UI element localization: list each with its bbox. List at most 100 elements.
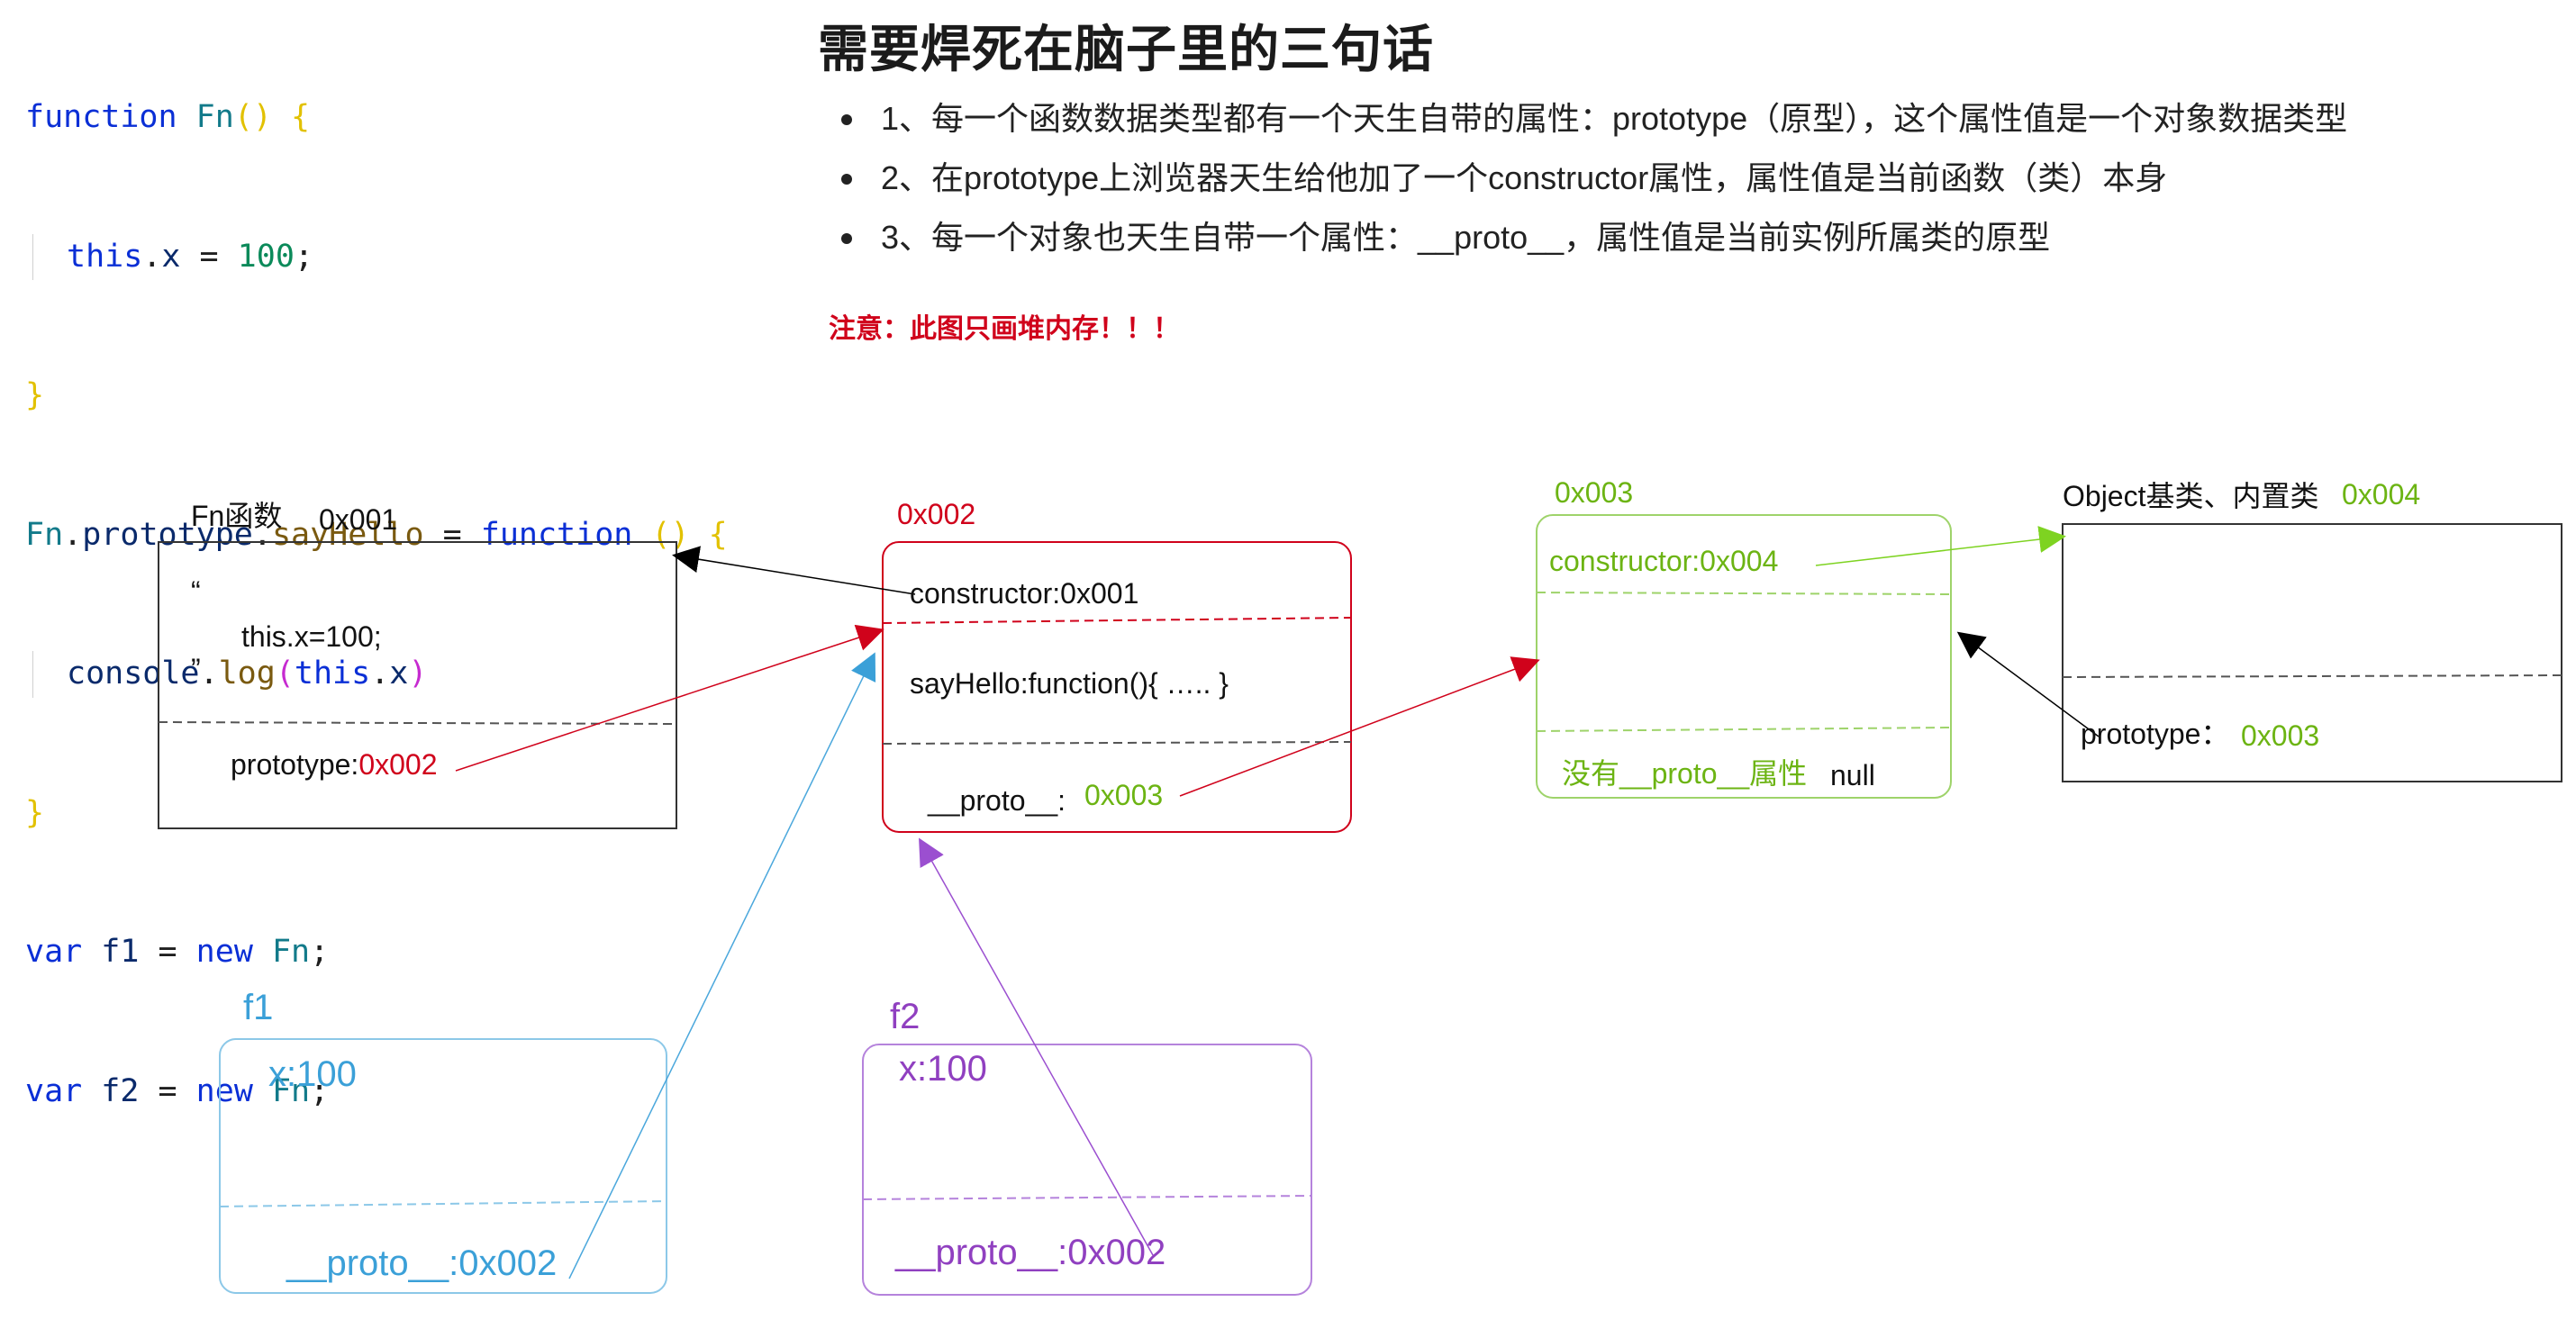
fn-body-open-quote: “ — [191, 575, 201, 608]
arrow-f1-proto-to-0x002 — [568, 652, 876, 1279]
objproto-null: null — [1830, 759, 1875, 791]
rule-text: 1、每一个函数数据类型都有一个天生自带的属性：prototype（原型），这个属… — [881, 100, 2348, 137]
proto-method: sayHello:function(){ ….. } — [910, 667, 1229, 700]
code-token: f2 — [101, 1072, 140, 1109]
rule-item: 1、每一个函数数据类型都有一个天生自带的属性：prototype（原型），这个属… — [838, 94, 2347, 153]
object-box-title: Object基类、内置类 — [2063, 480, 2319, 512]
code-token: Fn — [271, 934, 311, 970]
code-token: } — [25, 794, 45, 831]
code-token: log — [218, 655, 276, 692]
code-token: x — [389, 655, 409, 692]
code-token: . — [199, 655, 219, 692]
code-token: () — [233, 99, 272, 135]
objproto-no-proto: 没有__proto__属性 — [1562, 757, 1808, 790]
code-token: ( — [275, 655, 295, 692]
object-class-box — [2062, 523, 2562, 782]
bullet-icon — [841, 233, 852, 244]
code-token: var — [25, 1072, 83, 1109]
code-token: var — [25, 934, 83, 970]
rule-item: 2、在prototype上浏览器天生给他加了一个constructor属性，属性… — [838, 153, 2347, 212]
code-token: this — [294, 655, 371, 692]
object-prototype-key: prototype： — [2081, 718, 2230, 750]
code-line-7: var f1 = new Fn; — [25, 929, 728, 976]
code-token: function — [25, 99, 177, 135]
f1-instance-box — [219, 1038, 667, 1294]
code-token: console — [67, 655, 200, 692]
rule-item: 3、每一个对象也天生自带一个属性：__proto__，属性值是当前实例所属类的原… — [838, 212, 2347, 272]
f2-proto: __proto__:0x002 — [895, 1233, 1166, 1272]
code-token: Fn — [25, 516, 64, 553]
code-token: = — [139, 934, 196, 970]
object-box-address: 0x004 — [2342, 478, 2421, 511]
code-line-1: function Fn() { — [25, 95, 728, 141]
f1-proto: __proto__:0x002 — [286, 1243, 558, 1283]
code-line-6: } — [25, 791, 728, 837]
code-token: 100 — [237, 238, 295, 275]
code-line-5: console.log(this.x) — [25, 651, 728, 698]
rules-list: 1、每一个函数数据类型都有一个天生自带的属性：prototype（原型），这个属… — [838, 94, 2347, 272]
proto-box-address: 0x002 — [897, 498, 976, 530]
arrow-proto-to-0x003 — [1179, 656, 1540, 797]
code-token: prototype — [82, 516, 253, 553]
code-token: function — [480, 516, 633, 553]
code-block: function Fn() { this.x = 100; } Fn.proto… — [25, 2, 728, 1162]
code-token: . — [370, 655, 390, 692]
bullet-icon — [841, 174, 852, 185]
f1-name: f1 — [243, 988, 274, 1027]
arrow-constructor-to-fn — [672, 546, 916, 595]
fn-prototype-box — [882, 541, 1352, 833]
code-token: new — [195, 1072, 253, 1109]
arrow-constructor-to-object — [1815, 526, 2066, 566]
code-token: Fn — [271, 1072, 311, 1109]
code-token: ; — [310, 934, 330, 970]
fn-prototype-key-text: prototype: — [231, 748, 359, 781]
warning-note: 注意：此图只画堆内存！！！ — [829, 314, 1180, 344]
proto-proto-value: 0x003 — [1084, 779, 1164, 811]
code-token: . — [142, 238, 162, 275]
arrow-f2-proto-to-0x002 — [919, 837, 1154, 1256]
fn-body-text: this.x=100; — [241, 620, 382, 653]
object-prototype-value: 0x003 — [2241, 719, 2320, 752]
f2-x: x:100 — [899, 1049, 987, 1089]
indent-guide — [32, 651, 33, 698]
code-token: ) — [408, 655, 428, 692]
code-token: sayHello — [271, 516, 424, 553]
code-line-8: var f2 = new Fn; — [25, 1069, 728, 1116]
f1-x: x:100 — [268, 1054, 357, 1094]
objproto-constructor: constructor:0x004 — [1549, 545, 1779, 577]
rule-text: 2、在prototype上浏览器天生给他加了一个constructor属性，属性… — [881, 159, 2168, 196]
code-token: { — [291, 99, 311, 135]
code-token: ; — [310, 1072, 330, 1109]
code-line-2: this.x = 100; — [25, 233, 728, 280]
code-token: Fn — [195, 99, 234, 135]
code-token: = — [139, 1072, 196, 1109]
code-token: new — [195, 934, 253, 970]
proto-constructor: constructor:0x001 — [910, 577, 1139, 610]
fn-body-close-quote: ” — [191, 653, 201, 685]
code-token: . — [63, 516, 83, 553]
arrow-prototype-to-0x002 — [455, 624, 884, 772]
f2-instance-box — [862, 1044, 1312, 1296]
proto-proto-key: __proto__: — [928, 784, 1066, 817]
fn-function-box — [158, 541, 677, 829]
rule-text: 3、每一个对象也天生自带一个属性：__proto__，属性值是当前实例所属类的原… — [881, 219, 2051, 256]
code-line-4: Fn.prototype.sayHello = function () { — [25, 512, 728, 559]
code-token: x — [161, 238, 181, 275]
arrow-object-prototype-to-0x003 — [1956, 631, 2100, 737]
code-token: { — [708, 516, 728, 553]
code-token: } — [25, 377, 45, 413]
indent-guide — [32, 233, 33, 280]
code-token: this — [67, 238, 143, 275]
notes-title: 需要焊死在脑子里的三句话 — [818, 21, 1434, 77]
code-token: = — [180, 238, 238, 275]
fn-prototype-key: prototype:0x002 — [231, 747, 438, 782]
fn-box-title: Fn函数 — [191, 500, 283, 532]
object-prototype-box — [1536, 514, 1952, 799]
objproto-box-address: 0x003 — [1555, 476, 1634, 509]
f2-name: f2 — [890, 997, 921, 1036]
code-token: . — [252, 516, 272, 553]
fn-box-address: 0x001 — [319, 503, 398, 536]
code-token: ; — [294, 238, 313, 275]
code-line-3: } — [25, 373, 728, 420]
